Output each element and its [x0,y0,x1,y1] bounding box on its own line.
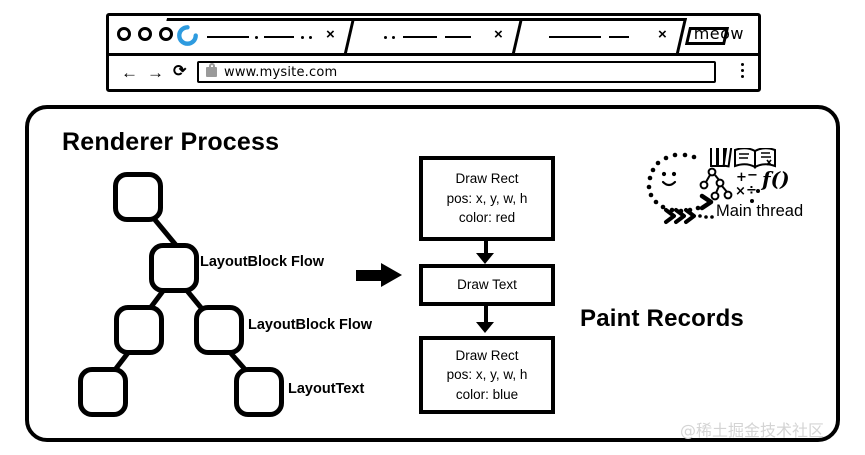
smiley-face-icon [661,171,677,187]
loading-spinner-icon [177,25,198,46]
layout-tree-node-block-3[interactable] [194,305,244,355]
forward-icon[interactable]: → [147,63,164,82]
browser-window: × × × meow ← → ⟳ [106,13,761,92]
layout-tree-label-2: LayoutBlock Flow [248,317,373,333]
browser-tab-bar: × × × meow [109,16,758,56]
kebab-menu-icon[interactable] [741,63,744,78]
svg-text:×: × [735,184,746,199]
paint-record-box-1[interactable]: Draw Rect pos: x, y, w, h color: red [419,156,555,241]
arrow-head [381,263,402,287]
kebab-dot [741,69,744,72]
tab-title-dot [309,36,312,39]
back-icon[interactable]: ← [121,63,138,82]
paint-records-title: Paint Records [580,305,744,332]
tab-title-dash [403,36,437,38]
paint-record-arrowhead-2 [476,322,494,333]
svg-text:−: − [747,168,758,183]
tab-title-dash [549,36,601,38]
main-thread-label: Main thread [716,202,804,220]
tab-title-dash [264,36,294,38]
paint-record-line: Draw Rect [455,171,519,187]
browser-tab-2[interactable]: × [337,18,519,53]
math-symbols-icon: + − × ÷ [735,168,760,203]
paint-record-connector-2 [484,306,488,329]
layout-tree-label-1: LayoutBlock Flow [200,254,325,270]
tab-title-dash [207,36,249,38]
main-thread-doodle: + − × ÷ f() [646,148,790,224]
address-value: www.mysite.com [224,65,338,80]
layout-tree-node-block-1[interactable] [149,243,199,293]
tab-title-dot [392,36,395,39]
paint-record-line: Draw Text [457,277,517,293]
paint-record-arrowhead-1 [476,253,494,264]
paint-record-line: pos: x, y, w, h [446,367,528,383]
dom-tree-icon [699,167,733,201]
svg-text:+: + [736,170,747,185]
layout-tree-label-3: LayoutText [288,381,365,397]
tab-title-dash [445,36,471,38]
paint-record-line: color: blue [455,386,519,402]
paint-record-box-3[interactable]: Draw Rect pos: x, y, w, h color: blue [419,336,555,414]
window-control-dot-1[interactable] [117,27,131,41]
tab-title-dot [255,36,258,39]
paint-record-line: color: red [458,210,516,226]
reload-icon[interactable]: ⟳ [173,63,187,80]
tab-close-icon[interactable]: × [494,26,503,43]
browser-url-bar: ← → ⟳ www.mysite.com [109,56,758,92]
books-icon [710,148,733,168]
paint-record-line: pos: x, y, w, h [446,190,528,206]
open-book-icon [734,148,776,169]
flow-arrow-icon [356,263,402,287]
page-title: Renderer Process [62,128,280,156]
layout-tree-node-root[interactable] [113,172,163,222]
function-icon: f() [760,167,790,191]
watermark: @稀土掘金技术社区 [680,421,825,440]
paint-record-box-2[interactable]: Draw Text [419,264,555,306]
svg-text:÷: ÷ [746,183,757,198]
window-control-dot-2[interactable] [138,27,152,41]
lock-icon [206,63,217,77]
motion-arrows-icon [664,193,714,224]
tab-close-icon[interactable]: × [326,26,335,43]
kebab-dot [741,75,744,78]
browser-brand-label: meow [693,24,744,43]
tab-title-dot [384,36,387,39]
layout-tree-node-text-2[interactable] [234,367,284,417]
tab-title-dot [301,36,304,39]
paint-record-connector-1 [484,241,488,258]
tab-title-dash [609,36,629,38]
kebab-dot [741,63,744,66]
dotted-circle-icon [646,152,701,214]
layout-tree-node-text-1[interactable] [78,367,128,417]
tab-close-icon[interactable]: × [658,26,667,43]
address-input[interactable]: www.mysite.com [197,61,716,83]
layout-tree-node-block-2[interactable] [114,305,164,355]
browser-tab-1[interactable]: × [163,18,351,53]
paint-record-line: Draw Rect [455,347,519,363]
browser-tab-3[interactable]: × [505,18,683,53]
svg-text:f(): f() [760,167,790,191]
arrow-shaft [356,270,384,281]
